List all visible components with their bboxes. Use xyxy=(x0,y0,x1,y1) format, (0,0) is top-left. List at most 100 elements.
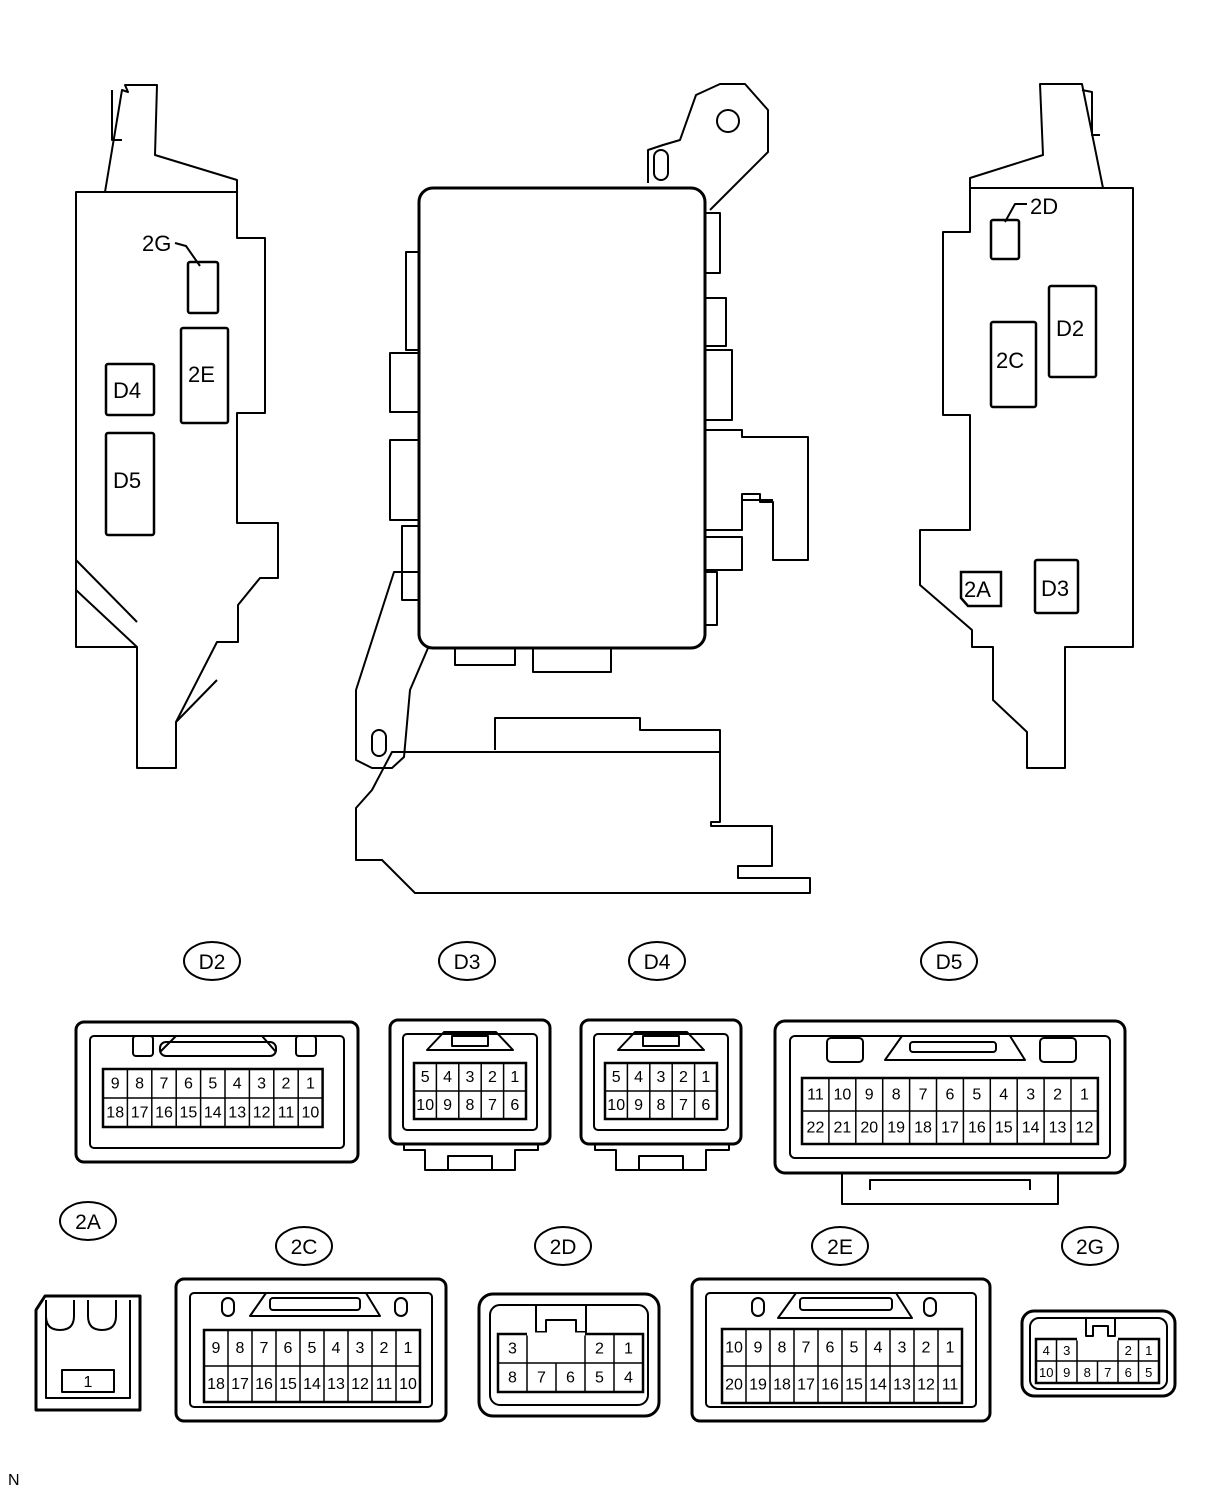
pin-c2e-9: 9 xyxy=(754,1340,763,1357)
pin-d5-9: 9 xyxy=(865,1087,874,1104)
pin-c2c-1: 1 xyxy=(404,1340,413,1357)
pin-d4-5: 5 xyxy=(612,1069,621,1086)
callout-2c-text: 2C xyxy=(291,1236,318,1259)
slot-2e-label: 2E xyxy=(188,362,215,387)
callout-2d-text: 2D xyxy=(550,1236,577,1259)
callout-2a: 2A xyxy=(59,1201,117,1241)
pin-c2c-14: 14 xyxy=(303,1376,321,1393)
pin-c2e-14: 14 xyxy=(869,1377,887,1394)
pin-c2e-15: 15 xyxy=(845,1377,863,1394)
callout-2g-text: 2G xyxy=(1076,1236,1104,1259)
footer-code: N xyxy=(8,1472,20,1489)
pin-d5-20: 20 xyxy=(860,1120,878,1137)
pin-d5-8: 8 xyxy=(892,1087,901,1104)
pin-d5-11: 11 xyxy=(807,1087,824,1104)
slot-2a xyxy=(959,570,1003,608)
pin-d2-2: 2 xyxy=(282,1076,291,1093)
pin-d4-2: 2 xyxy=(679,1069,688,1086)
pin-c2c-15: 15 xyxy=(279,1376,297,1393)
callout-d5: D5 xyxy=(920,941,978,981)
pin-d3-8: 8 xyxy=(466,1097,475,1114)
callout-2g: 2G xyxy=(1061,1226,1119,1266)
pin-d2-16: 16 xyxy=(155,1105,173,1122)
pin-c2c-2: 2 xyxy=(380,1340,389,1357)
pin-c2e-5: 5 xyxy=(850,1340,859,1357)
callout-d4: D4 xyxy=(628,941,686,981)
slot-2g xyxy=(186,260,220,315)
slot-2d xyxy=(989,218,1021,261)
pin-c2d-5: 5 xyxy=(595,1370,604,1387)
pin-d5-12: 12 xyxy=(1076,1120,1094,1137)
callout-d5-text: D5 xyxy=(936,951,963,974)
pin-d3-7: 7 xyxy=(488,1097,497,1114)
pin-d2-5: 5 xyxy=(208,1076,217,1093)
pin-d3-4: 4 xyxy=(443,1069,452,1086)
pin-d5-15: 15 xyxy=(995,1120,1013,1137)
pin-d5-22: 22 xyxy=(807,1120,825,1137)
pin-2a-1: 1 xyxy=(84,1374,93,1391)
pin-d2-3: 3 xyxy=(257,1076,266,1093)
pin-c2e-8: 8 xyxy=(778,1340,787,1357)
pin-c2g-6: 6 xyxy=(1125,1365,1132,1380)
pin-d4-3: 3 xyxy=(657,1069,666,1086)
pin-c2c-12: 12 xyxy=(351,1376,369,1393)
callout-2e: 2E xyxy=(811,1226,869,1266)
left-side-view: 2G 2E D4 D5 xyxy=(75,84,279,769)
slot-d4-label: D4 xyxy=(113,378,141,403)
callout-2e-text: 2E xyxy=(827,1236,853,1259)
pin-c2c-16: 16 xyxy=(255,1376,273,1393)
pin-d5-10: 10 xyxy=(833,1087,851,1104)
pin-c2c-17: 17 xyxy=(231,1376,249,1393)
pin-c2e-18: 18 xyxy=(773,1377,791,1394)
pin-c2e-13: 13 xyxy=(893,1377,911,1394)
slot-2e xyxy=(179,326,230,425)
pin-d2-7: 7 xyxy=(160,1076,169,1093)
pin-d4-9: 9 xyxy=(634,1097,643,1114)
pin-d2-14: 14 xyxy=(204,1105,222,1122)
pin-c2c-7: 7 xyxy=(260,1340,269,1357)
pin-d2-12: 12 xyxy=(253,1105,271,1122)
pin-c2d-4: 4 xyxy=(624,1370,633,1387)
pin-d2-6: 6 xyxy=(184,1076,193,1093)
center-unit-view xyxy=(355,83,811,894)
pin-c2d-3: 3 xyxy=(508,1341,517,1358)
pin-c2g-8: 8 xyxy=(1084,1365,1091,1380)
pin-d5-4: 4 xyxy=(999,1087,1008,1104)
pin-c2c-6: 6 xyxy=(284,1340,293,1357)
pin-d2-8: 8 xyxy=(135,1076,144,1093)
pin-d2-10: 10 xyxy=(302,1105,320,1122)
callout-d4-text: D4 xyxy=(644,951,671,974)
pin-d3-10: 10 xyxy=(416,1097,434,1114)
callout-d3-text: D3 xyxy=(454,951,481,974)
pin-d5-3: 3 xyxy=(1026,1087,1035,1104)
pin-c2c-4: 4 xyxy=(332,1340,341,1357)
pin-c2g-4: 4 xyxy=(1043,1343,1050,1358)
pin-c2d-1: 1 xyxy=(624,1341,633,1358)
pin-d2-17: 17 xyxy=(131,1105,149,1122)
callout-2a-text: 2A xyxy=(75,1211,101,1234)
pin-c2e-20: 20 xyxy=(725,1377,743,1394)
center-unit-body xyxy=(417,186,707,650)
slot-d5 xyxy=(104,431,156,537)
pin-d5-2: 2 xyxy=(1053,1087,1062,1104)
pin-c2e-1: 1 xyxy=(946,1340,955,1357)
pin-c2d-2: 2 xyxy=(595,1341,604,1358)
slot-2a-label: 2A xyxy=(964,577,991,602)
pin-d4-8: 8 xyxy=(657,1097,666,1114)
slot-2c-label: 2C xyxy=(996,348,1024,373)
callout-d2: D2 xyxy=(183,941,241,981)
pin-d5-14: 14 xyxy=(1022,1120,1040,1137)
pin-d5-17: 17 xyxy=(941,1120,959,1137)
pin-c2c-5: 5 xyxy=(308,1340,317,1357)
slot-2c xyxy=(989,320,1038,409)
callout-d3: D3 xyxy=(438,941,496,981)
pin-d3-5: 5 xyxy=(421,1069,430,1086)
pin-c2c-11: 11 xyxy=(376,1376,393,1393)
